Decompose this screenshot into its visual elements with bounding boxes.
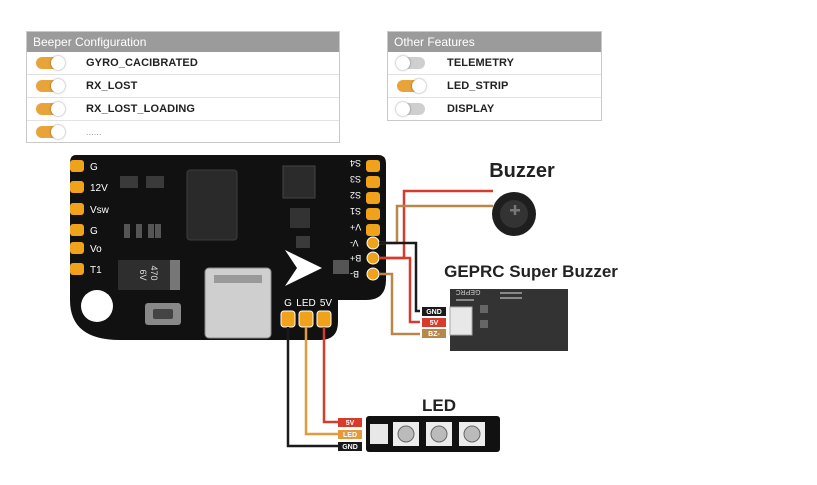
pad-label: T1: [90, 265, 102, 276]
beeper-item-label: RX_LOST_LOADING: [86, 103, 196, 115]
capacitor-label-voltage: 6V: [138, 269, 148, 280]
beeper-row-more: ......: [27, 121, 339, 143]
toggle-switch[interactable]: [396, 56, 425, 70]
component: [136, 224, 142, 238]
regulator: [120, 176, 138, 188]
component: [124, 224, 130, 238]
toggle-switch[interactable]: [397, 79, 426, 93]
toggle-switch[interactable]: [36, 102, 65, 116]
pad-label: V-: [350, 238, 359, 248]
orientation-arrow: [285, 250, 322, 286]
pin-tag-gnd: [422, 307, 446, 316]
led-title: LED: [422, 396, 456, 415]
super-buzzer-silk: GEPRC: [456, 288, 481, 295]
capacitor: [118, 260, 180, 290]
component: [290, 208, 310, 228]
pad-label: S1: [350, 206, 361, 216]
right-pad-column: S4 S3 S2 S1 V+ V- B+ B-: [350, 158, 380, 281]
buzzer: Buzzer: [489, 160, 555, 236]
beeper-item-label: ......: [86, 127, 102, 137]
feature-row-telemetry: TELEMETRY: [388, 52, 601, 75]
feature-row-display: DISPLAY: [388, 98, 601, 120]
beeper-row-rx-lost: RX_LOST: [27, 75, 339, 98]
pad-label: B+: [350, 253, 361, 263]
pin-tag-5v: [422, 318, 446, 327]
beeper-configuration-panel: Beeper Configuration GYRO_CACIBRATED RX_…: [26, 31, 340, 143]
led-strip: LED 5V LED GND: [338, 396, 500, 452]
pad-label: G: [284, 298, 292, 309]
super-buzzer-connector: [449, 306, 473, 336]
super-buzzer: GEPRC Super Buzzer GEPRC GND 5V BZ-: [422, 262, 618, 351]
capacitor-band: [170, 260, 180, 290]
other-features-panel: Other Features TELEMETRY LED_STRIP DISPL…: [387, 31, 602, 121]
pin-tag-bz: [422, 329, 446, 338]
component: [333, 260, 349, 274]
buzzer-wires: [379, 189, 493, 260]
feature-item-label: LED_STRIP: [447, 80, 509, 92]
pad-label: S2: [350, 190, 361, 200]
regulator: [146, 176, 164, 188]
pad-label: B-: [350, 269, 359, 279]
component: [155, 224, 161, 238]
feature-item-label: TELEMETRY: [447, 57, 515, 69]
pad-label: G: [90, 226, 98, 237]
pin-label: GND: [342, 444, 358, 451]
mounting-hole: [81, 290, 113, 322]
pin-label: 5V: [346, 420, 355, 427]
mcu-chip: [282, 165, 316, 199]
toggle-switch[interactable]: [36, 56, 65, 70]
pad-label: Vo: [90, 244, 102, 255]
pad-label: Vsw: [90, 205, 110, 216]
pin-label: BZ-: [428, 331, 440, 338]
toggle-switch[interactable]: [396, 102, 425, 116]
component: [148, 224, 154, 238]
pad-label: S4: [350, 158, 361, 168]
bottom-pad-row: G LED 5V: [280, 298, 333, 328]
pad-label: 12V: [90, 183, 108, 194]
beeper-panel-title: Beeper Configuration: [27, 32, 339, 52]
pin-label: 5V: [430, 320, 439, 327]
pin-label: LED: [343, 432, 357, 439]
left-pad-column: G 12V Vsw G Vo T1: [70, 160, 110, 276]
flash-chip: [186, 169, 238, 241]
pin-tag-5v: [338, 418, 362, 427]
mounting-hole: [340, 300, 368, 328]
pad-label: V+: [350, 222, 361, 232]
feature-row-led-strip: LED_STRIP: [388, 75, 601, 98]
pin-tag-gnd: [338, 442, 362, 451]
flight-controller-board: 470 6V G 12V Vsw G Vo T1: [70, 155, 386, 340]
buzzer-title: Buzzer: [489, 160, 555, 182]
usb-c-contacts: [214, 275, 262, 283]
pad-label: S3: [350, 174, 361, 184]
beeper-item-label: RX_LOST: [86, 80, 138, 92]
features-panel-title: Other Features: [388, 32, 601, 52]
beeper-item-label: GYRO_CACIBRATED: [86, 57, 198, 69]
beeper-row-rx-lost-loading: RX_LOST_LOADING: [27, 98, 339, 121]
toggle-switch[interactable]: [36, 125, 65, 139]
toggle-switch[interactable]: [36, 79, 65, 93]
boot-button-cap: [153, 309, 173, 319]
led-connector: [370, 424, 388, 444]
pin-tag-led: [338, 430, 362, 439]
component: [296, 236, 310, 248]
pad-label: LED: [296, 298, 315, 309]
super-buzzer-title: GEPRC Super Buzzer: [444, 262, 618, 281]
pad-label: 5V: [320, 298, 333, 309]
beeper-row-gyro: GYRO_CACIBRATED: [27, 52, 339, 75]
capacitor-label-value: 470: [149, 265, 159, 280]
pad-label: G: [90, 162, 98, 173]
led-wires: [286, 327, 338, 448]
usb-c-port[interactable]: [204, 267, 272, 339]
super-buzzer-wires: [379, 241, 420, 336]
pin-label: GND: [426, 309, 442, 316]
feature-item-label: DISPLAY: [447, 103, 495, 115]
